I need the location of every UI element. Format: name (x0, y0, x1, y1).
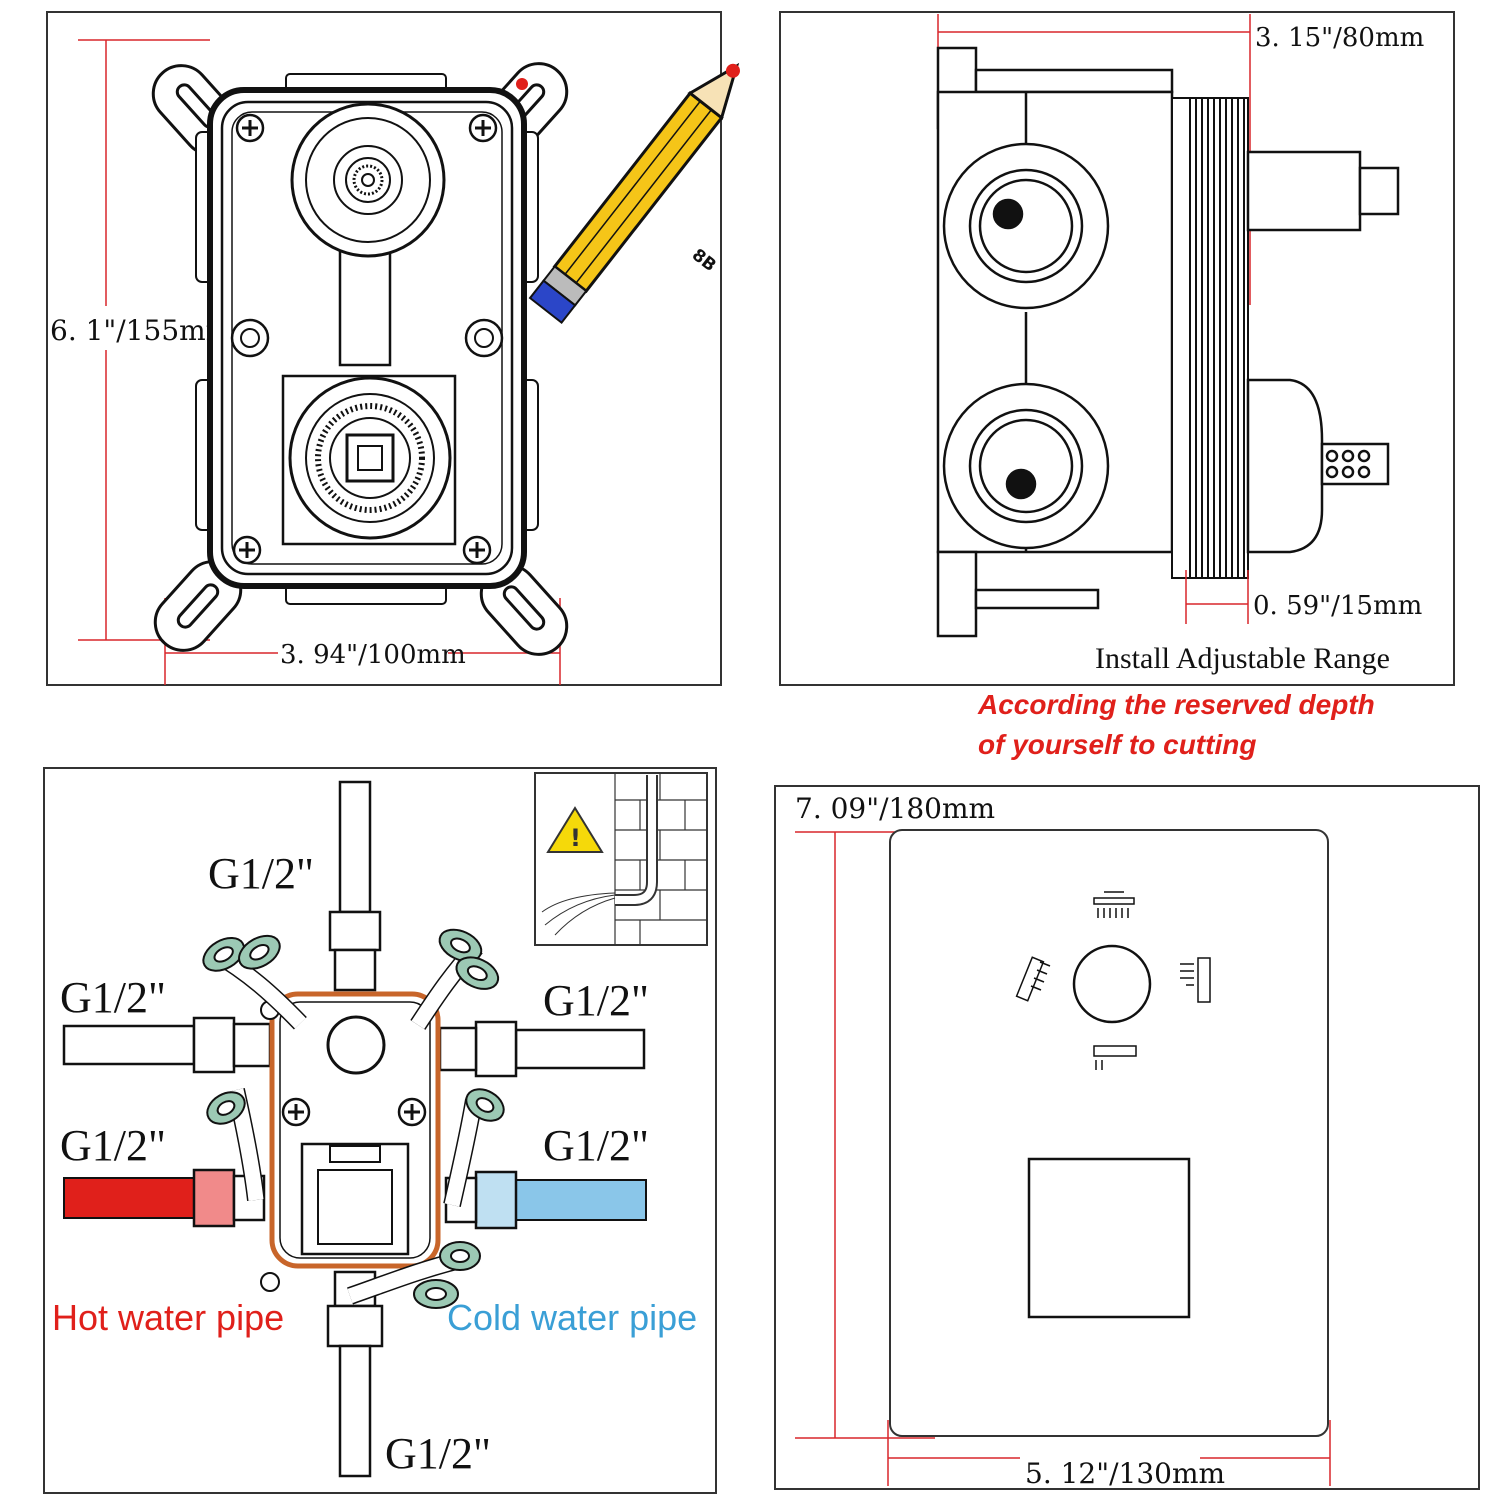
hot-thread-label: G1/2" (60, 1121, 166, 1170)
plate-height-label: 7. 09"/180mm (795, 792, 995, 825)
bottom-outlet-pipe (326, 1270, 384, 1478)
cold-inlet-pipe (444, 1170, 647, 1230)
diverter-dial (1015, 891, 1211, 1070)
panel-cover-plate: 7. 09"/180mm 5. 12"/130mm (774, 785, 1480, 1490)
screw-icon (235, 113, 265, 143)
top-thread-label: G1/2" (208, 849, 314, 898)
cover-plate (889, 829, 1329, 1437)
depth-dim-label: 3. 15"/80mm (1255, 23, 1424, 53)
valve-body-orange (260, 991, 441, 1292)
side-housing (936, 46, 1174, 638)
hot-inlet-pipe (63, 1168, 266, 1228)
depth-note-line1: According the reserved depth (977, 689, 1375, 720)
screw-icon (462, 535, 492, 565)
range-dimension (1185, 570, 1249, 624)
mounting-ears (151, 62, 569, 656)
diverter-cartridge (290, 102, 446, 367)
bolt-icon (464, 318, 504, 358)
body-jet-icon (1180, 957, 1211, 1003)
bolt-icon (230, 318, 270, 358)
mixing-cartridge (281, 374, 457, 546)
cold-thread-label: G1/2" (543, 1121, 649, 1170)
right-outlet-pipe (438, 1020, 646, 1078)
upper-right-thread-label: G1/2" (543, 976, 649, 1025)
seal-tape-rolls (202, 928, 505, 1309)
side-ports-view (942, 142, 1110, 550)
height-dim-label: 6. 1"/155mm (50, 314, 232, 347)
width-dim-label: 3. 94"/100mm (280, 640, 466, 670)
screw-icon (468, 113, 498, 143)
screw-icon (397, 1097, 427, 1127)
svg-text:!: ! (570, 824, 581, 852)
cold-water-label: Cold water pipe (447, 1297, 697, 1338)
wall-inset: ! (534, 772, 708, 946)
panel-side-view: 3. 15"/80mm (779, 11, 1455, 686)
thread-section (1171, 97, 1249, 579)
rain-shower-icon (1093, 891, 1135, 918)
top-outlet-pipe (328, 780, 382, 992)
diverter-knob (1072, 944, 1152, 1024)
upper-left-thread-label: G1/2" (60, 973, 166, 1022)
hot-water-label: Hot water pipe (52, 1297, 284, 1338)
left-outlet-pipe (62, 1016, 272, 1074)
install-range-label: Install Adjustable Range (1095, 642, 1390, 675)
bottom-thread-label: G1/2" (385, 1429, 491, 1478)
pencil-icon: 8B (528, 62, 740, 325)
panel-piping: ! G1/2" G1/2" G1/2" G1/2 (43, 767, 717, 1494)
range-dim-label: 0. 59"/15mm (1253, 591, 1422, 621)
depth-note-line2: of yourself to cutting (978, 729, 1256, 760)
drill-mark (516, 78, 528, 90)
warning-triangle-icon: ! (546, 806, 604, 853)
plate-width-label: 5. 12"/130mm (1025, 1457, 1225, 1490)
screw-icon (232, 535, 262, 565)
panel-front-view: 6. 1"/155mm 3. 94"/100mm (46, 11, 740, 686)
tub-spout-icon (1093, 1045, 1137, 1070)
hand-shower-icon (1015, 956, 1051, 1002)
mixer-handle (1027, 1157, 1191, 1319)
valve-stems (1246, 150, 1400, 554)
screw-icon (281, 1097, 311, 1127)
